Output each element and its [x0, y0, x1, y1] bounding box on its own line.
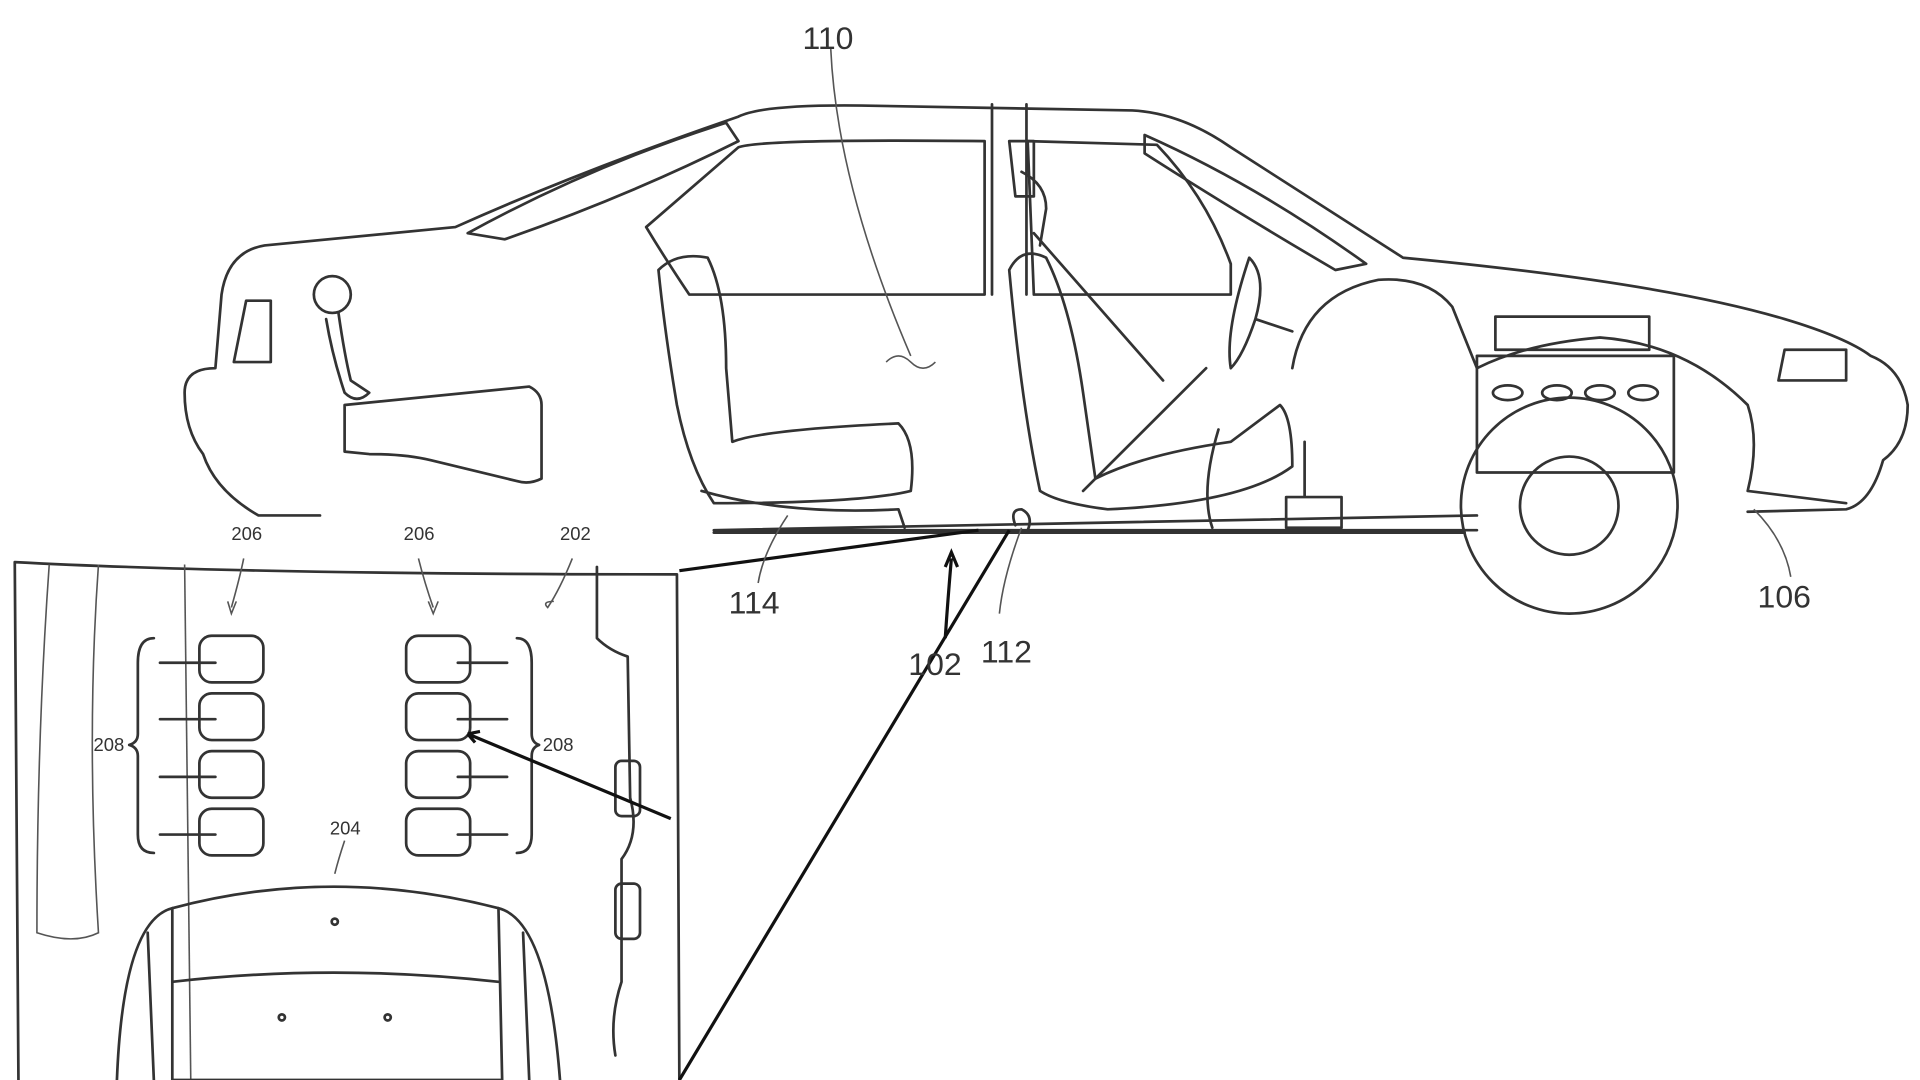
label-heater-group-right: 206	[404, 523, 435, 544]
label-pads-left: 208	[94, 734, 125, 755]
heater-pads-right	[404, 634, 541, 857]
label-vehicle: 106	[1758, 579, 1811, 615]
vehicle-body	[183, 49, 1910, 615]
heater-pads-left	[127, 634, 265, 857]
label-seat: 114	[729, 585, 780, 621]
label-cabin: 110	[802, 20, 853, 56]
inset-leader-lines	[678, 528, 1011, 1080]
label-floor-panel: 202	[560, 523, 591, 544]
label-heater-group-left: 206	[231, 523, 262, 544]
label-tunnel: 204	[330, 818, 361, 839]
label-floor: 102	[908, 646, 961, 682]
label-pads-right: 208	[543, 734, 574, 755]
label-door-sill: 112	[981, 634, 1032, 670]
floor-panel-inset	[13, 558, 681, 1080]
